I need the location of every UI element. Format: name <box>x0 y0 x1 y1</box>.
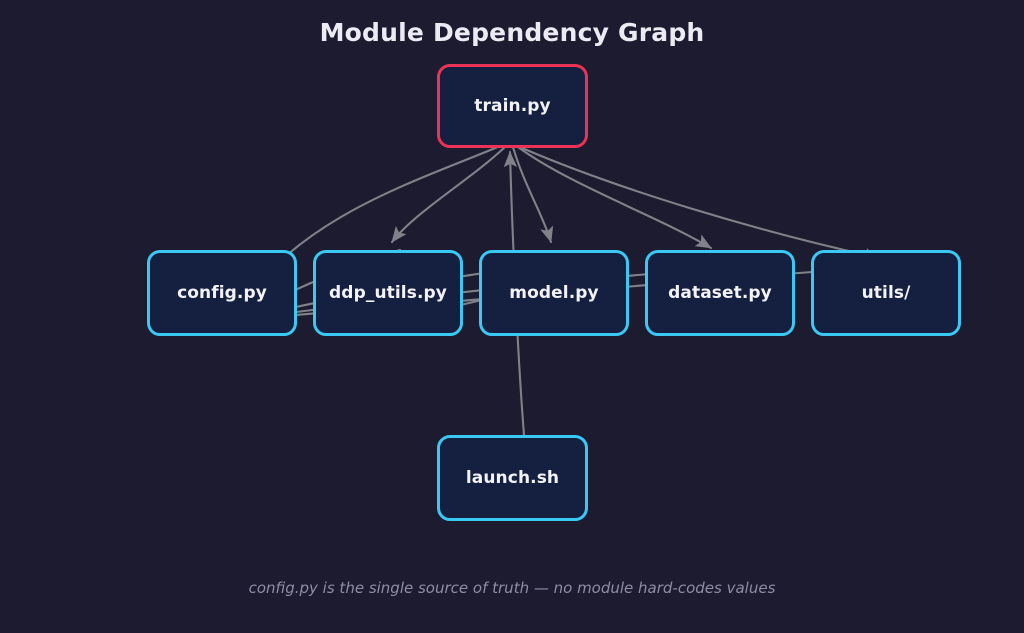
edge-train-to-dataset <box>516 145 713 250</box>
page-title: Module Dependency Graph <box>319 18 705 47</box>
module-node-train[interactable]: train.py <box>437 64 588 148</box>
edge-train-to-model <box>511 145 554 244</box>
module-node-model[interactable]: model.py <box>479 250 629 336</box>
edge-train-to-utils <box>520 146 882 262</box>
module-node-label: utils/ <box>861 283 911 303</box>
graph-caption: config.py is the single source of truth … <box>248 579 776 597</box>
module-node-label: train.py <box>474 96 551 116</box>
module-node-dataset[interactable]: dataset.py <box>645 250 795 336</box>
module-node-label: launch.sh <box>465 468 560 488</box>
module-node-label: model.py <box>509 283 599 303</box>
module-node-label: config.py <box>177 283 267 303</box>
edge-train-to-ddp_utils <box>390 145 507 244</box>
module-node-config[interactable]: config.py <box>147 250 297 336</box>
module-node-launch[interactable]: launch.sh <box>437 435 588 521</box>
module-node-label: ddp_utils.py <box>329 283 447 303</box>
edge-dataset-to-config <box>230 268 702 326</box>
module-node-utils[interactable]: utils/ <box>811 250 961 336</box>
module-node-ddp_utils[interactable]: ddp_utils.py <box>313 250 463 336</box>
module-node-label: dataset.py <box>668 283 772 303</box>
